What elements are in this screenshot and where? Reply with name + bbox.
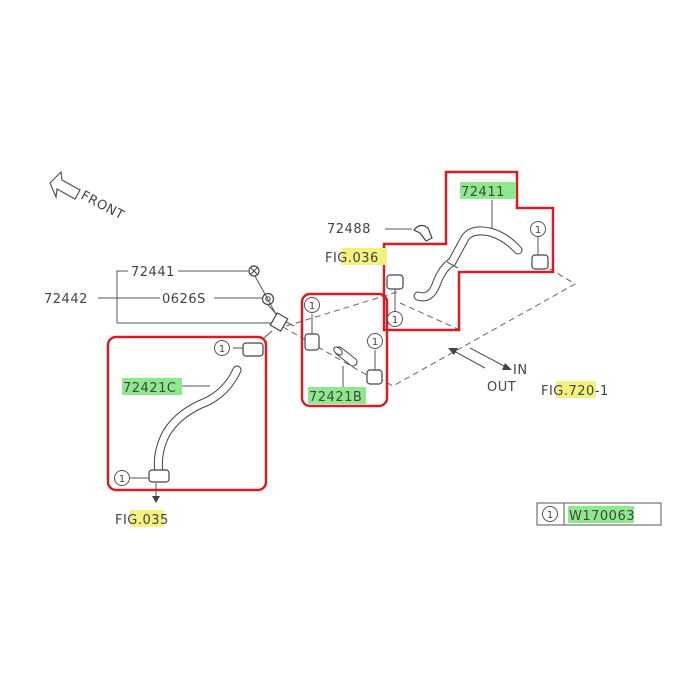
arrow-down-icon xyxy=(152,483,160,503)
hose-72411 xyxy=(413,226,523,302)
clamp-icon xyxy=(366,369,383,385)
clamp-icon xyxy=(386,274,404,290)
clip-72488 xyxy=(413,224,433,242)
fig-ref-036: FIG.036 xyxy=(325,251,379,266)
front-label: FRONT xyxy=(78,188,126,223)
pipe-route-lines xyxy=(282,265,576,387)
svg-text:1: 1 xyxy=(392,315,398,326)
part-label-72421c: 72421C xyxy=(123,381,176,396)
front-arrow-icon xyxy=(49,170,81,200)
callout-1: 1 xyxy=(304,297,320,313)
in-arrow-icon xyxy=(469,347,512,370)
callout-1: 1 xyxy=(214,340,230,356)
out-label: OUT xyxy=(487,380,516,395)
part-label-72421b: 72421B xyxy=(309,390,362,405)
clamp-icon xyxy=(531,254,549,270)
callout-1: 1 xyxy=(530,221,546,237)
part-label-72441: 72441 xyxy=(131,265,175,280)
in-label: IN xyxy=(513,363,528,378)
fig-ref-720: FIG.720-1 xyxy=(541,384,609,399)
clamp-icon xyxy=(233,342,264,357)
out-arrow-icon xyxy=(448,348,486,369)
leader-bracket xyxy=(98,270,278,324)
clamp-icon xyxy=(304,333,320,351)
clamp-icon xyxy=(130,469,170,483)
part-label-0626s: 0626S xyxy=(162,292,206,307)
legend-box: 1 W170063 xyxy=(536,502,662,526)
part-label-72442: 72442 xyxy=(44,292,88,307)
svg-text:1: 1 xyxy=(535,225,541,236)
highlight-box-72411 xyxy=(382,170,555,332)
joint-fitting xyxy=(254,275,295,339)
fig-ref-035: FIG.035 xyxy=(115,513,169,528)
hose-72421b xyxy=(333,346,358,367)
bolt-72441 xyxy=(248,265,260,277)
highlight-box-72421b xyxy=(300,292,389,408)
svg-text:1: 1 xyxy=(219,344,225,355)
highlight-box-72421c xyxy=(106,335,268,492)
svg-text:1: 1 xyxy=(119,474,125,485)
callout-1: 1 xyxy=(367,333,383,349)
legend-number: 1 xyxy=(547,510,553,521)
callout-1: 1 xyxy=(387,311,403,327)
svg-text:1: 1 xyxy=(309,301,315,312)
callout-1: 1 xyxy=(114,470,130,486)
part-label-72411: 72411 xyxy=(461,185,505,200)
svg-text:1: 1 xyxy=(372,337,378,348)
hose-72421c xyxy=(153,365,242,478)
legend-code: W170063 xyxy=(569,509,635,524)
part-label-72488: 72488 xyxy=(327,222,371,237)
